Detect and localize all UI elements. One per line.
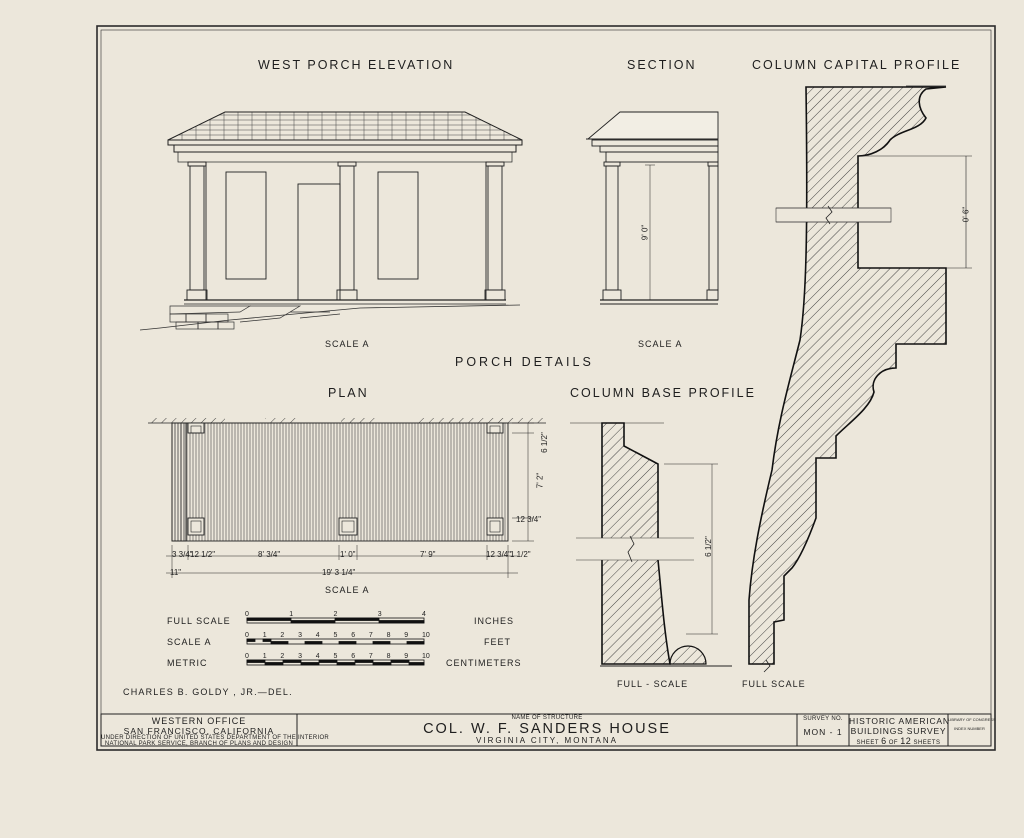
office-name: WESTERN OFFICE [151, 716, 247, 726]
scale-tick-2-2: 2 [280, 653, 285, 660]
delineator-credit: CHARLES B. GOLDY , JR.—DEL. [123, 687, 293, 697]
outer-border [96, 25, 996, 751]
plan-drawing [148, 418, 546, 578]
scale-tick-0-2: 2 [333, 611, 338, 618]
scale-tick-0-1: 1 [289, 611, 294, 618]
structure-name: COL. W. F. SANDERS HOUSE [423, 721, 671, 737]
of-word: OF [888, 740, 899, 746]
scale-tick-2-4: 4 [315, 653, 320, 660]
office-branch: NATIONAL PARK SERVICE, BRANCH OF PLANS A… [104, 741, 294, 747]
column-capital-profile-drawing [748, 85, 972, 673]
plan-dim-6: 12 3/4" [486, 550, 512, 559]
elevation-scale-label: SCALE A [325, 339, 370, 349]
plan-title: PLAN [328, 386, 369, 400]
sheet-total: 12 [900, 736, 912, 746]
habs-line-1: HISTORIC AMERICAN [849, 716, 950, 726]
column-base-profile-title: COLUMN BASE PROFILE [570, 386, 756, 400]
sheet-number: 6 [881, 736, 887, 746]
plan-dim-r3: 12 3/4" [516, 515, 542, 524]
plan-dim-3: 8' 3/4" [258, 550, 281, 559]
plan-dim-4: 1' 0" [340, 550, 356, 559]
scale-row-label-0: FULL SCALE [167, 616, 231, 626]
sheets-word: SHEETS [913, 740, 941, 746]
column-base-profile-drawing [570, 422, 732, 667]
plan-dim-5: 7' 9" [420, 550, 436, 559]
office-location: SAN FRANCISCO, CALIFORNIA [123, 726, 275, 736]
capital-full-scale-label: FULL SCALE [742, 679, 806, 689]
plan-dim-r1: 6 1/2" [539, 432, 549, 453]
west-porch-elevation-drawing [139, 111, 523, 331]
scale-tick-1-2: 2 [280, 632, 285, 639]
section-title: SECTION [627, 58, 697, 72]
scale-tick-1-6: 6 [351, 632, 356, 639]
plan-dim-8: 11" [170, 568, 182, 577]
sheet-word: SHEET [856, 740, 879, 746]
plan-dim-r2: 7' 2" [535, 472, 545, 489]
plan-dim-7: 1 1/2" [510, 550, 531, 559]
section-height-dim: 9' 0" [640, 224, 650, 241]
scale-row-label-2: METRIC [167, 658, 208, 668]
base-height-dim: 6 1/2" [703, 536, 713, 557]
scale-tick-1-3: 3 [298, 632, 302, 639]
scale-tick-2-5: 5 [333, 653, 338, 660]
loc-caption: LIBRARY OF CONGRESS [948, 717, 996, 722]
scale-row-label-1: SCALE A [167, 637, 212, 647]
capital-height-dim: 0' 6" [961, 206, 971, 223]
scale-tick-1-5: 5 [333, 632, 338, 639]
scale-tick-1-10: 10 [422, 632, 430, 639]
survey-number: MON - 1 [803, 727, 843, 737]
plan-dim-2: 12 1/2" [190, 550, 216, 559]
loc-index: INDEX NUMBER [954, 726, 985, 731]
scale-tick-2-7: 7 [368, 653, 373, 660]
scale-tick-1-7: 7 [368, 632, 373, 639]
title-block-frame [100, 713, 992, 747]
scale-tick-2-10: 10 [422, 653, 430, 660]
plan-dim-9: 19' 3 1/4" [322, 568, 356, 577]
scale-tick-2-1: 1 [262, 653, 267, 660]
scale-tick-2-6: 6 [351, 653, 356, 660]
scale-tick-2-3: 3 [298, 653, 302, 660]
scale-tick-0-4: 4 [422, 611, 426, 618]
porch-details-title: PORCH DETAILS [455, 355, 594, 369]
base-full-scale-label: FULL - SCALE [617, 679, 689, 689]
office-direction: UNDER DIRECTION OF UNITED STATES DEPARTM… [101, 735, 330, 741]
scale-tick-2-8: 8 [386, 653, 391, 660]
scale-tick-1-4: 4 [315, 632, 320, 639]
west-porch-elevation-title: WEST PORCH ELEVATION [258, 58, 455, 72]
structure-name-caption: NAME OF STRUCTURE [511, 715, 583, 721]
scale-tick-1-0: 0 [245, 632, 249, 639]
column-capital-profile-title: COLUMN CAPITAL PROFILE [752, 58, 962, 72]
sheet-count: SHEET 6 OF 12 SHEETS [849, 736, 948, 746]
scale-tick-1-9: 9 [404, 632, 409, 639]
scale-row-unit-0: INCHES [474, 616, 515, 626]
plan-scale-label: SCALE A [325, 585, 370, 595]
scale-tick-2-0: 0 [245, 653, 249, 660]
scale-tick-0-3: 3 [377, 611, 382, 618]
habs-line-2: BUILDINGS SURVEY [850, 726, 947, 736]
survey-caption: SURVEY NO. [803, 716, 843, 722]
structure-location: VIRGINIA CITY, MONTANA [476, 736, 618, 745]
scale-tick-0-0: 0 [245, 611, 249, 618]
scale-row-unit-2: CENTIMETERS [446, 658, 522, 668]
scale-row-unit-1: FEET [484, 637, 512, 647]
plan-dim-1: 3 3/4" [172, 550, 193, 559]
scale-tick-1-8: 8 [386, 632, 391, 639]
scale-tick-1-1: 1 [262, 632, 267, 639]
scale-bars [246, 617, 425, 666]
scale-tick-2-9: 9 [404, 653, 409, 660]
section-drawing [586, 111, 719, 305]
section-scale-label: SCALE A [638, 339, 683, 349]
